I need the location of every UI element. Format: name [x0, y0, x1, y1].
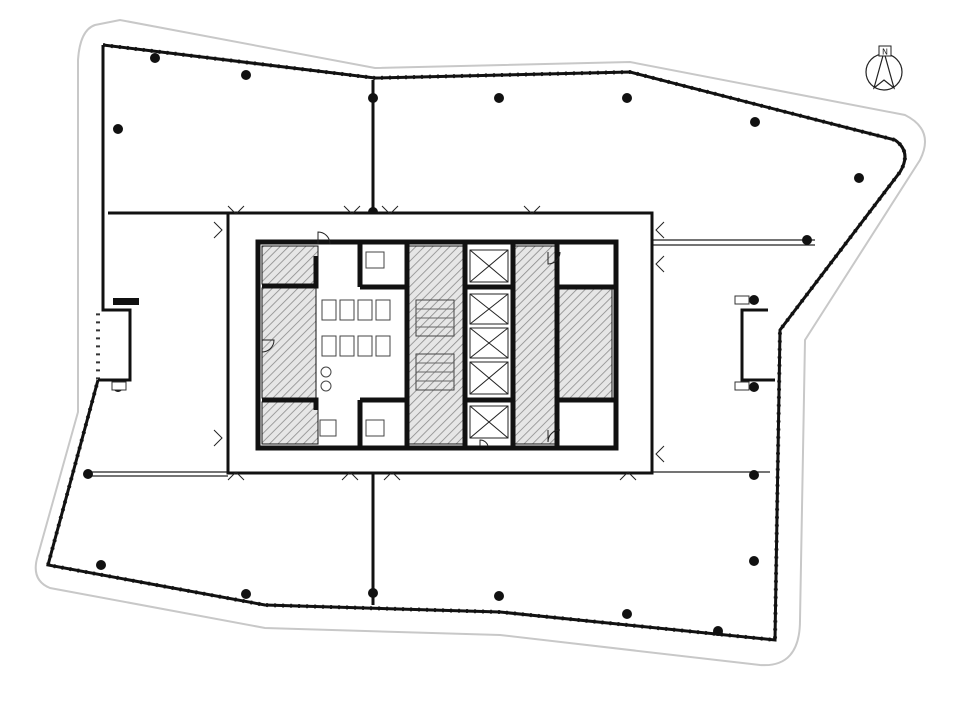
toilet-stall — [357, 299, 373, 321]
column — [241, 589, 251, 599]
core-wall-west-b — [262, 397, 319, 410]
lift-car — [469, 249, 509, 283]
lift-car-cross — [469, 361, 509, 395]
lift-car-cross — [469, 405, 509, 439]
core-wall-west-a — [262, 256, 319, 289]
building-core — [226, 211, 654, 475]
column — [241, 70, 251, 80]
door-marker — [655, 255, 665, 273]
column — [494, 93, 504, 103]
column — [750, 117, 760, 127]
door-marker — [227, 205, 245, 215]
washbasin — [320, 366, 332, 378]
column — [494, 591, 504, 601]
column — [749, 382, 759, 392]
toilet-stall — [339, 299, 355, 321]
column — [802, 235, 812, 245]
fixture — [365, 251, 385, 269]
north-arrow-label: N — [882, 48, 888, 57]
lift-car — [469, 405, 509, 439]
toilet-stall — [321, 299, 337, 321]
washbasin — [320, 380, 332, 392]
east-notch — [740, 308, 775, 382]
column — [150, 53, 160, 63]
core-corridor — [405, 245, 465, 445]
slab-outline — [34, 18, 926, 667]
toilet-stall — [375, 335, 391, 357]
fixture — [319, 419, 337, 437]
west-notch — [98, 45, 132, 382]
door-marker — [655, 221, 665, 239]
door-swing — [261, 339, 275, 353]
door-swing — [317, 231, 331, 245]
north-arrow-icon: N — [865, 45, 903, 91]
door-marker — [341, 471, 359, 481]
core-room-west — [261, 287, 317, 399]
door-swing — [479, 439, 489, 447]
column — [622, 609, 632, 619]
door-marker — [383, 471, 401, 481]
door-marker — [343, 205, 361, 215]
column — [854, 173, 864, 183]
west-vent — [113, 298, 139, 305]
door-marker — [213, 221, 223, 239]
door-marker — [619, 471, 637, 481]
door-marker — [213, 429, 223, 447]
east-opening — [734, 381, 750, 391]
east-opening — [734, 295, 750, 305]
facade-wall — [46, 43, 907, 642]
west-opening — [111, 381, 127, 391]
column — [96, 560, 106, 570]
core-shaft-nw — [261, 245, 319, 285]
washroom-fixtures — [319, 251, 391, 437]
toilet-stall — [375, 299, 391, 321]
door-marker — [381, 205, 399, 215]
stair-core — [415, 299, 455, 391]
column — [83, 469, 93, 479]
toilet-stall — [339, 335, 355, 357]
door-swing — [547, 251, 561, 265]
door-marker — [655, 445, 665, 463]
door-marker — [227, 471, 245, 481]
column — [749, 556, 759, 566]
toilet-stall — [321, 335, 337, 357]
north-arrow-ring — [865, 53, 903, 91]
core-entry-doors — [213, 205, 665, 481]
lift-car-cross — [469, 249, 509, 283]
lift-car — [469, 293, 509, 325]
lift-car-cross — [469, 327, 509, 359]
door-marker — [523, 205, 541, 215]
lift-car — [469, 327, 509, 359]
north-arrow-box — [878, 45, 892, 57]
column — [713, 626, 723, 636]
core-room-east — [555, 287, 613, 399]
column — [368, 93, 378, 103]
column — [749, 295, 759, 305]
toilet-stall — [357, 335, 373, 357]
north-arrow-pointer — [872, 49, 896, 90]
column — [113, 124, 123, 134]
core-lift-lobby — [513, 245, 557, 445]
fixture — [365, 419, 385, 437]
perimeter-columns — [83, 53, 864, 636]
core-shaft-sw — [261, 401, 319, 445]
door-swing — [547, 429, 561, 443]
lift-car-cross — [469, 293, 509, 325]
lift-shafts — [469, 249, 509, 439]
lift-car — [469, 361, 509, 395]
column — [368, 588, 378, 598]
core-doors — [261, 231, 561, 447]
column — [749, 470, 759, 480]
column — [622, 93, 632, 103]
